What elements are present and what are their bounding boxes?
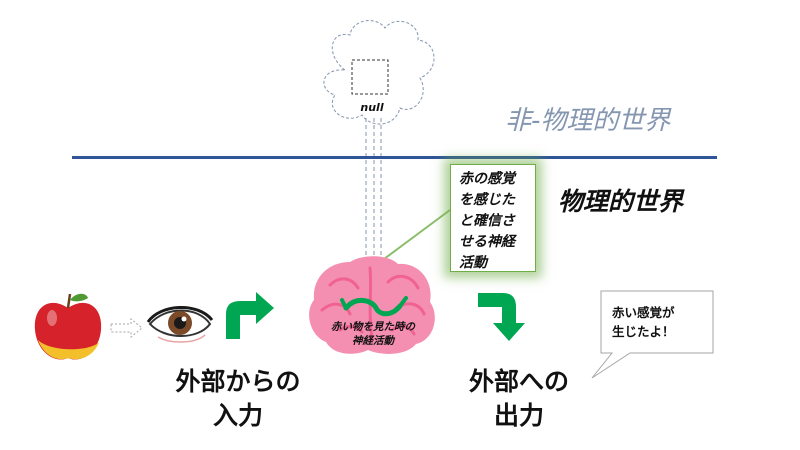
speech-bubble-text: 赤い感覚が 生じたよ！ [612, 303, 704, 341]
output-caption-line: 外部への [468, 367, 569, 396]
callout-line: と確信さ [459, 213, 515, 229]
brain-label-line: 赤い物を見た時の [331, 321, 415, 333]
speech-bubble [591, 290, 714, 379]
brain-label: 赤い物を見た時の 神経活動 [318, 320, 428, 348]
speech-line: 赤い感覚が [612, 305, 675, 320]
input-caption-line: 入力 [212, 401, 263, 430]
eye-icon [146, 306, 214, 343]
arrow-down-right-icon [478, 293, 525, 341]
input-caption-line: 外部からの [175, 367, 301, 396]
neural-activity-callout: 赤の感覚 を感じた と確信さ せる神経 活動 [450, 164, 536, 272]
input-caption: 外部からの 入力 [158, 365, 318, 433]
output-caption-line: 出力 [493, 401, 544, 430]
arrow-up-right-icon [226, 292, 274, 339]
brain-icon [309, 256, 435, 354]
speech-line: 生じたよ！ [612, 324, 675, 339]
dashed-arrow [110, 317, 143, 339]
non-physical-world-label: 非-物理的世界 [505, 106, 671, 136]
physical-world-label: 物理的世界 [558, 187, 684, 216]
cloud-connector [365, 118, 382, 262]
callout-line: 活動 [459, 255, 487, 271]
apple-icon [34, 293, 102, 360]
null-label: null [360, 101, 384, 114]
output-caption: 外部への 出力 [449, 365, 589, 433]
callout-line: せる神経 [459, 234, 515, 250]
callout-connector [379, 209, 451, 263]
thought-cloud-icon [323, 20, 435, 125]
brain-label-line: 神経活動 [352, 335, 394, 347]
null-box [351, 59, 389, 95]
callout-line: を感じた [459, 192, 515, 208]
world-divider-line [72, 156, 717, 159]
callout-line: 赤の感覚 [459, 171, 515, 187]
